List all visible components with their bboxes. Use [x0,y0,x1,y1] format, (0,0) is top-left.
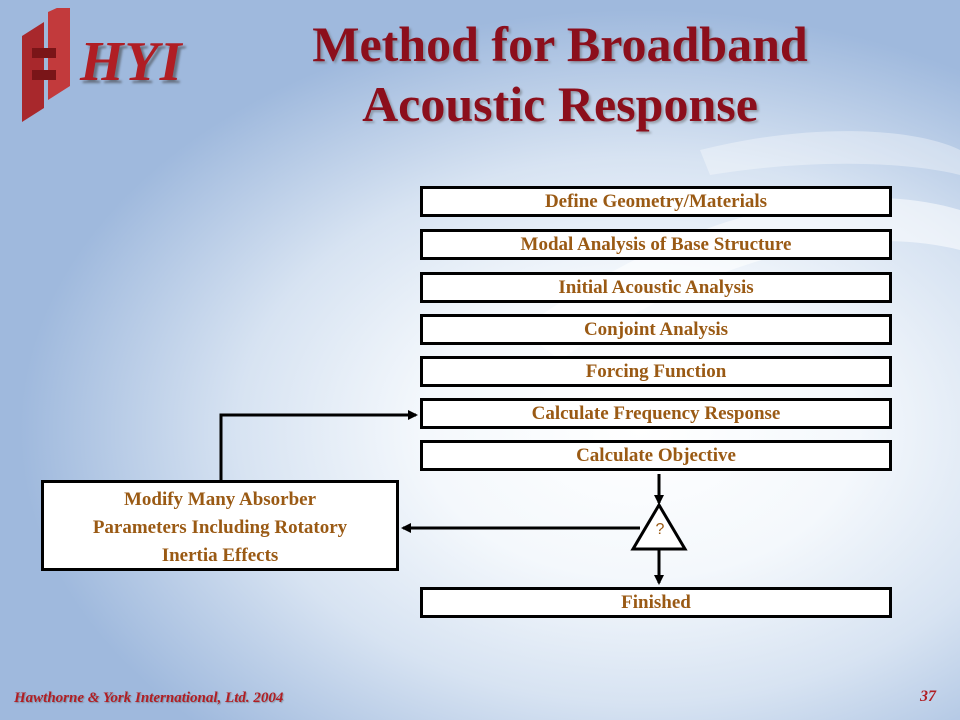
step-forcing-function: Forcing Function [420,356,892,387]
logo-mark-icon [22,2,70,122]
step-finished: Finished [420,587,892,618]
step-modal-analysis: Modal Analysis of Base Structure [420,229,892,260]
logo-text: HYI [80,31,183,93]
loop-back-arrow [219,410,418,480]
hyi-logo: HYI [14,2,214,123]
modify-line-1: Modify Many Absorber [123,489,317,510]
modify-line-3: Inertia Effects [161,545,279,566]
step-initial-acoustic: Initial Acoustic Analysis [420,272,892,303]
title-line-1: Method for Broadband [312,16,808,72]
step-conjoint-analysis: Conjoint Analysis [420,314,892,345]
page-number: 37 [920,688,936,705]
title-line-2: Acoustic Response [362,76,758,132]
decision-symbol: ? [655,521,665,538]
modify-absorber-box: Modify Many Absorber Parameters Includin… [41,480,399,571]
slide-title: Method for Broadband Acoustic Response [200,14,920,134]
footer-credit: Hawthorne & York International, Ltd. 200… [14,690,284,706]
step-calculate-objective: Calculate Objective [420,440,892,471]
modify-line-2: Parameters Including Rotatory [92,517,348,538]
step-define-geometry: Define Geometry/Materials [420,186,892,217]
step-frequency-response: Calculate Frequency Response [420,398,892,429]
